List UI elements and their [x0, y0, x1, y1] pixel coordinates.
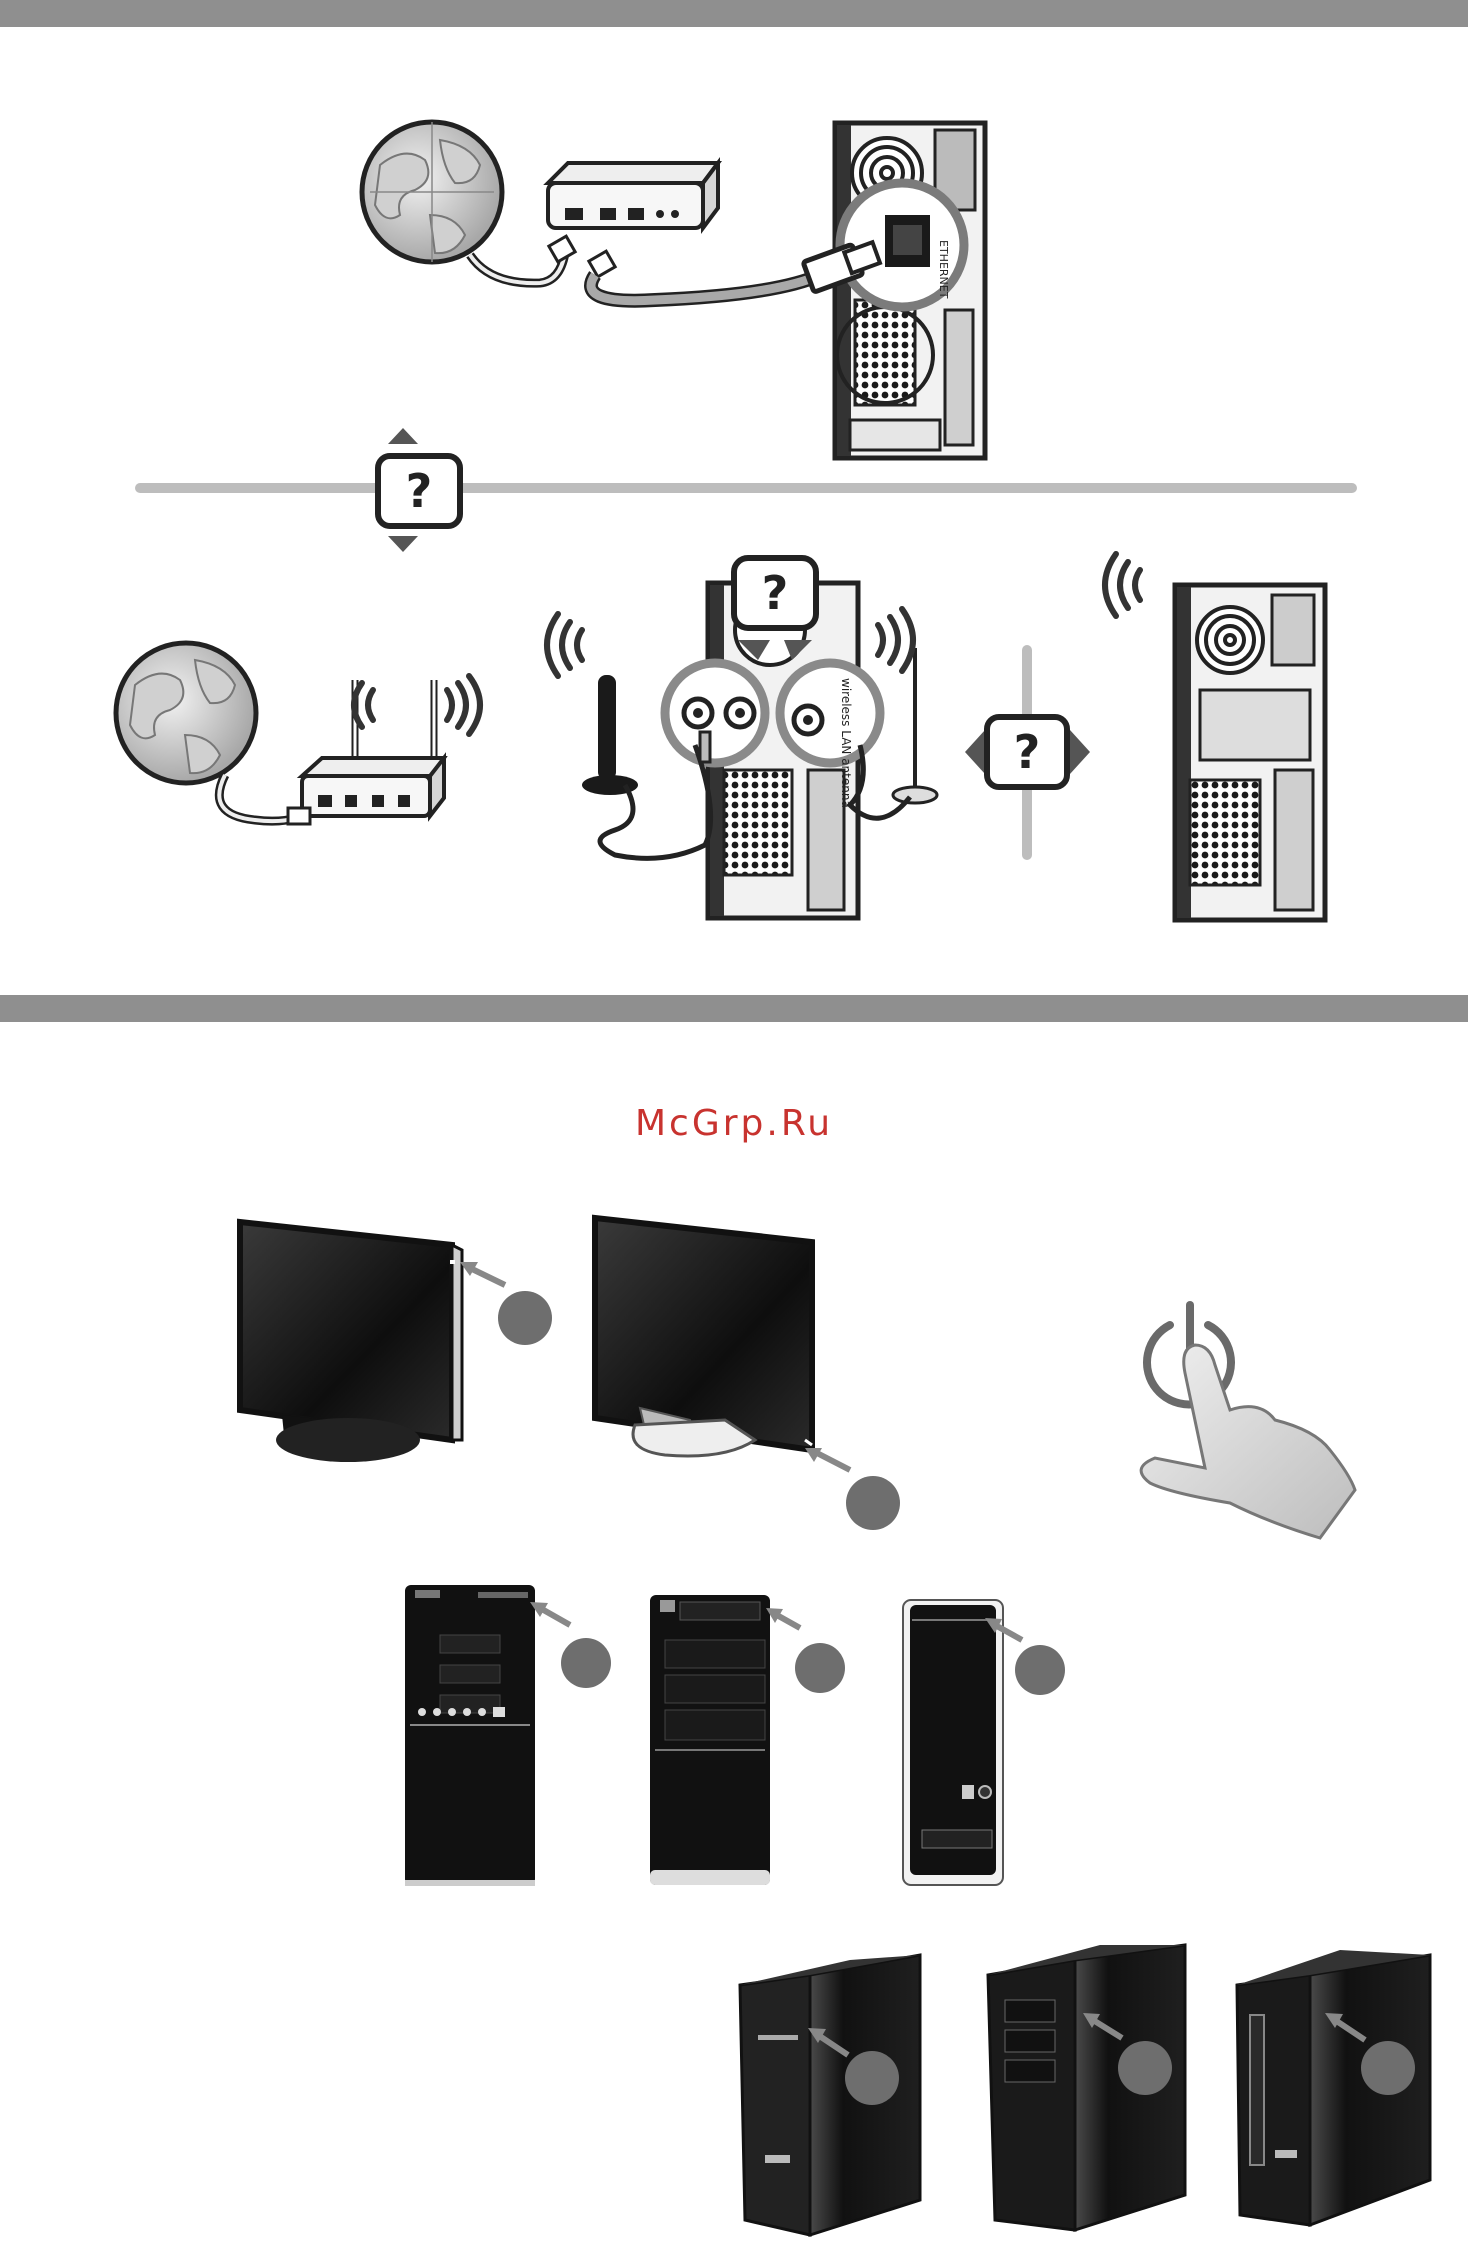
monitor-right [595, 1218, 812, 1456]
step-arrow-monitor-right [805, 1448, 900, 1530]
wifi-signal-icon-left [547, 614, 582, 676]
svg-text:?: ? [1014, 725, 1041, 779]
hand-icon [1141, 1345, 1355, 1538]
modem-device [548, 163, 718, 228]
ethernet-port-callout: ETHERNET [840, 183, 964, 307]
ethernet-label: ETHERNET [937, 240, 950, 299]
step-arrow-tower-front-2 [766, 1608, 845, 1693]
step-arrow-monitor-left [460, 1262, 552, 1345]
or-separator-horizontal: ? [140, 428, 1352, 552]
wifi-signal-icon-right [878, 609, 913, 671]
svg-text:?: ? [762, 566, 789, 620]
tower-front-3 [903, 1600, 1003, 1885]
wifi-signal-icon-router [354, 676, 480, 734]
tower-front-2 [650, 1595, 770, 1885]
step-arrow-tower-front-1 [530, 1602, 611, 1688]
wireless-lan-antenna-label: wireless LAN antenna [839, 678, 853, 808]
computer-tower-rear-wireless [1175, 585, 1325, 920]
or-separator-vertical: ? [965, 650, 1090, 855]
monitor-left [240, 1222, 462, 1462]
tower-front-1 [405, 1585, 535, 1886]
internet-globe-icon-2 [116, 643, 256, 783]
antenna-connector-callout-left [665, 663, 765, 763]
power-button-press [1141, 1305, 1355, 1538]
tower-angled-1 [740, 1955, 920, 2235]
wired-connection-diagram: ETHERNET [362, 122, 985, 458]
wireless-connection-diagram: wireless LAN antenna ? [116, 554, 1325, 920]
wifi-signal-icon-pc [1105, 554, 1140, 616]
internet-globe-icon [362, 122, 502, 262]
question-badge-1: ? [406, 464, 433, 518]
watermark-text: McGrp.Ru [0, 1103, 1468, 1144]
